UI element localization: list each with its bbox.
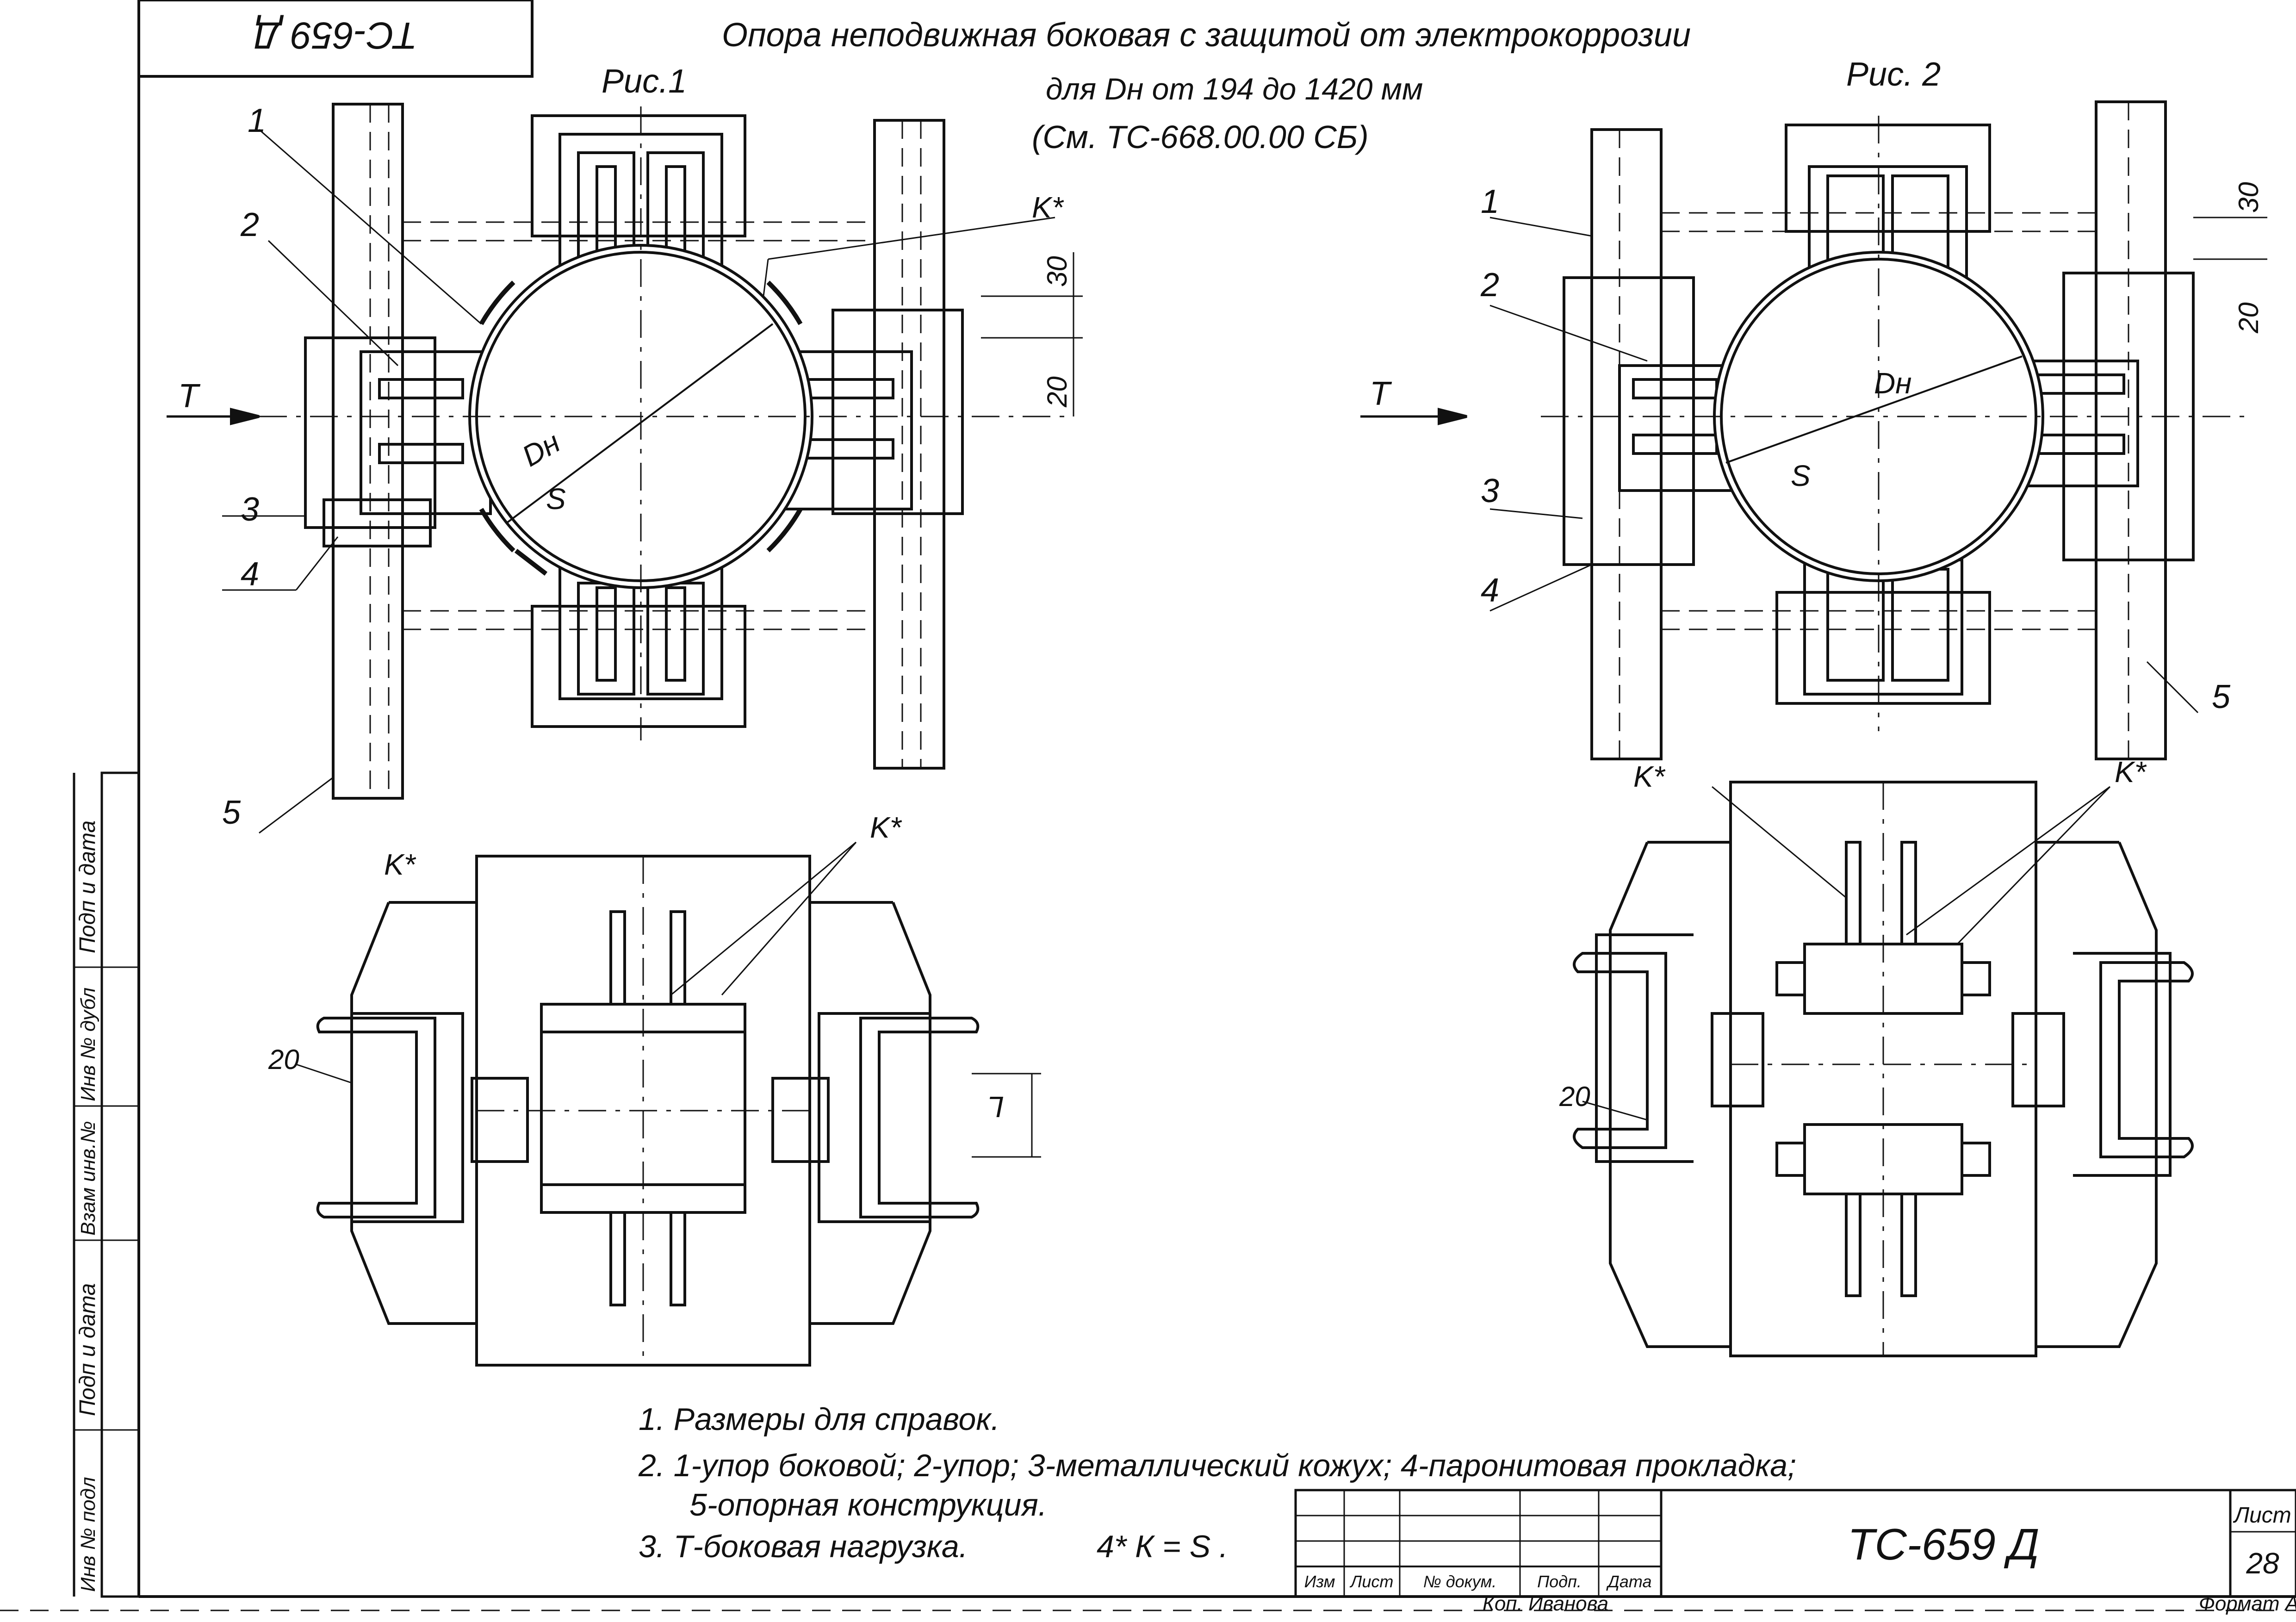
title-line3: (См. ТС-668.00.00 СБ) <box>1032 119 1369 155</box>
side-stamp <box>73 771 140 1598</box>
callout-2: 2 <box>240 206 259 243</box>
figure-2-plan <box>1360 100 2267 760</box>
side-stamp-sign-date-1: Подп и дата <box>75 1283 100 1416</box>
stamp-sheet-number: 28 <box>2246 1547 2279 1580</box>
notes: 1. Размеры для справок. 2. 1-упор боково… <box>638 1402 1796 1564</box>
side-stamp-labels: Инв № подл Подп и дата Взам инв.№ Инв № … <box>75 820 100 1592</box>
stamp-sheet-label: Лист <box>2233 1503 2291 1528</box>
stamp-header-list: Лист <box>1350 1572 1394 1591</box>
figure-1-plan <box>167 103 1083 834</box>
stamp-code: ТС-659 Д <box>1848 1520 2039 1569</box>
callout-5: 5 <box>222 794 241 831</box>
dim-20-fig2: 20 <box>2233 302 2264 334</box>
note-4: 4* К = S . <box>1097 1529 1228 1564</box>
side-stamp-vzam-inv: Взам инв.№ <box>77 1121 99 1236</box>
title-block-text: Изм Лист № докум. Подп. Дата ТС-659 Д Ли… <box>1304 1503 2296 1615</box>
callout-1: 1 <box>248 102 266 139</box>
stamp-header-izm: Изм <box>1304 1572 1335 1591</box>
diameter-label-fig2: Dн <box>1874 367 1911 400</box>
callout-4-fig2: 4 <box>1481 572 1499 609</box>
callout-4: 4 <box>241 556 259 593</box>
note-3: 3. Т-боковая нагрузка. <box>639 1529 968 1564</box>
dim-20-fig1: 20 <box>1042 376 1073 408</box>
figure-2-labels: 1 2 3 4 5 Т Dн S 30 20 <box>1370 182 2264 715</box>
dim-20-fig1-section: 20 <box>268 1044 299 1075</box>
load-label-fig1: Т <box>178 378 201 415</box>
weld-label-fig1-section-right: K* <box>870 811 902 844</box>
figure-1-section-labels: K* K* 20 L <box>268 811 1004 1124</box>
dim-30-fig2: 30 <box>2233 182 2264 213</box>
figure-2-section-labels: K* K* 20 <box>1559 755 2147 1112</box>
stamp-header-doc: № докум. <box>1423 1572 1497 1591</box>
thickness-label-fig2: S <box>1791 459 1811 492</box>
stamp-format: Формат А <box>2199 1592 2296 1615</box>
dim-30-fig1: 30 <box>1042 256 1073 287</box>
callout-5-fig2: 5 <box>2212 678 2231 715</box>
note-1: 1. Размеры для справок. <box>639 1402 999 1437</box>
callout-3-fig2: 3 <box>1481 472 1499 510</box>
corner-code: ТС-659 Д <box>254 14 417 56</box>
weld-label-fig1-section-left: K* <box>384 848 416 881</box>
stamp-header-sign: Подп. <box>1537 1572 1582 1591</box>
dim-L: L <box>987 1090 1004 1124</box>
side-stamp-inv-dubl: Инв № дубл <box>77 988 99 1101</box>
title-line1: Опора неподвижная боковая с защитой от э… <box>722 17 1691 54</box>
title-block <box>1294 1489 2296 1598</box>
stamp-copied-by: Коп. Иванова <box>1483 1592 1608 1615</box>
fig1-label: Рис.1 <box>602 63 687 100</box>
side-stamp-inv-podl: Инв № подл <box>77 1477 99 1592</box>
callout-3: 3 <box>241 491 259 528</box>
title-line2: для Dн от 194 до 1420 мм <box>1046 72 1423 106</box>
weld-label-fig2-section-left: K* <box>1633 760 1666 793</box>
note-2: 2. 1-упор боковой; 2-упор; 3-металлическ… <box>638 1448 1796 1483</box>
load-label-fig2: Т <box>1370 375 1392 412</box>
stamp-header-date: Дата <box>1606 1572 1652 1591</box>
side-stamp-sign-date-2: Подп и дата <box>75 820 100 953</box>
figure-2-section <box>1573 781 2194 1357</box>
callout-2-fig2: 2 <box>1480 267 1499 304</box>
thickness-label-fig1: S <box>546 482 566 516</box>
weld-label-fig1: K* <box>1032 191 1064 224</box>
note-2-cont: 5-опорная конструкция. <box>689 1487 1047 1523</box>
fig2-label: Рис. 2 <box>1846 56 1941 93</box>
callout-1-fig2: 1 <box>1481 183 1499 220</box>
weld-label-fig2-section-right: K* <box>2115 755 2147 789</box>
figure-1-labels: 1 2 3 4 5 Т Dн S K* 30 20 <box>178 102 1073 831</box>
figure-1-section <box>296 841 1041 1367</box>
corner-code-box: ТС-659 Д <box>137 0 534 78</box>
dim-20-fig2-section: 20 <box>1559 1081 1590 1112</box>
